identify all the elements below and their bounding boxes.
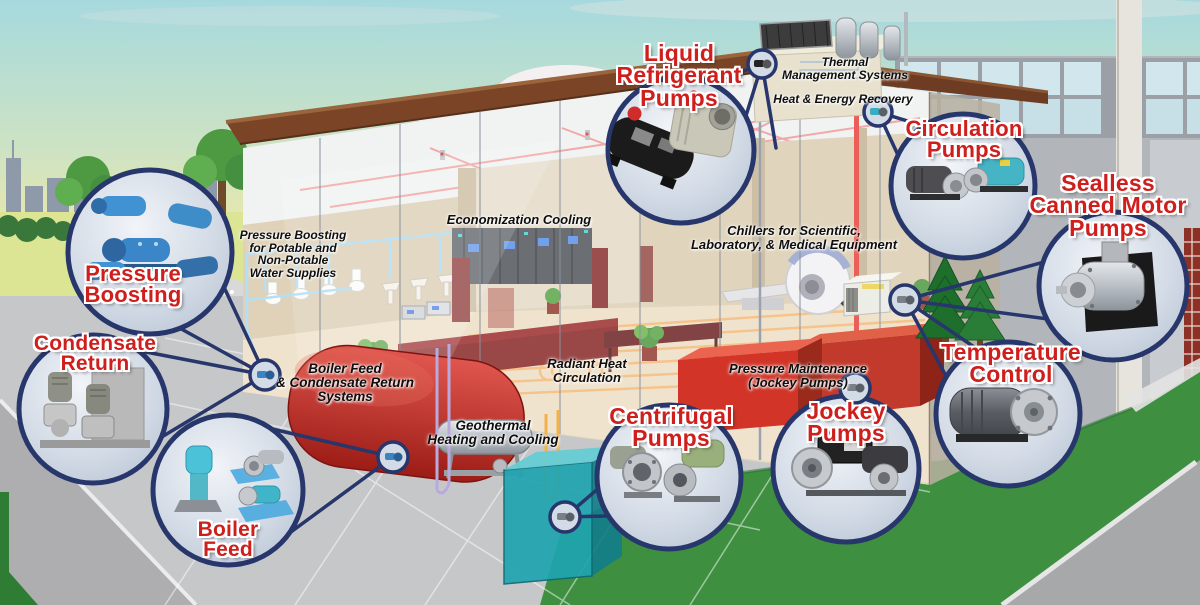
door xyxy=(640,246,653,302)
connector-chiller-point xyxy=(888,283,922,317)
water-pipes xyxy=(245,230,461,373)
connector-jockey-point xyxy=(838,371,872,405)
cooling-tower-grate xyxy=(759,19,833,51)
area-label-economization-cooling: Economization Cooling xyxy=(446,212,592,227)
area-label-heat-energy-recovery: Heat & Energy Recovery xyxy=(773,92,913,106)
heat-recovery-pipe xyxy=(854,92,859,340)
connector-boiler-feed-point xyxy=(376,440,410,474)
callout-circle-temperature-control[interactable] xyxy=(933,339,1083,489)
booster-pump-units xyxy=(401,301,451,320)
potted-plant xyxy=(545,288,561,314)
connector-refrigerant-point xyxy=(746,48,778,80)
callout-circle-boiler-feed[interactable] xyxy=(150,412,306,568)
callout-circle-condensate-return[interactable] xyxy=(16,332,170,486)
chiller-unit xyxy=(843,272,902,317)
callout-circle-sealless-canned-motor-pumps[interactable] xyxy=(1036,209,1190,363)
server-racks xyxy=(452,228,592,284)
callout-circle-centrifugal-pumps[interactable] xyxy=(594,402,744,552)
connector-heat-recovery-point xyxy=(862,96,894,128)
exhaust-stacks xyxy=(835,17,901,61)
door xyxy=(592,248,608,308)
area-label-pressure-maintenance: Pressure Maintenance(Jockey Pumps) xyxy=(728,361,868,390)
callout-circle-liquid-refrigerant-pumps[interactable] xyxy=(599,74,757,226)
callout-circle-circulation-pumps[interactable] xyxy=(888,111,1038,261)
door xyxy=(452,258,470,322)
bathroom-fixtures xyxy=(245,230,461,373)
potted-plant xyxy=(634,325,664,361)
callout-circle-pressure-boosting[interactable] xyxy=(65,167,235,337)
flue-stack xyxy=(904,12,908,66)
connector-geothermal-point xyxy=(548,500,582,534)
area-label-chillers: Chillers for Scientific,Laboratory, & Me… xyxy=(690,223,898,252)
connector-water-supply-point xyxy=(248,358,282,392)
